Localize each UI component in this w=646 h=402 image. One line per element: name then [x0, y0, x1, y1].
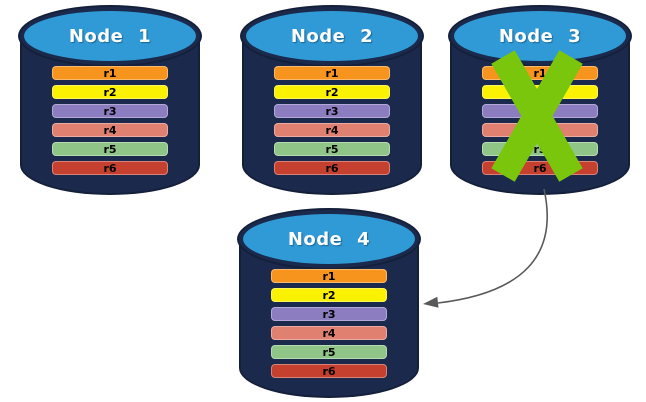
row-r1: r1	[52, 66, 168, 80]
row-label: r1	[322, 269, 336, 283]
row-label: r2	[325, 85, 339, 99]
row-r2: r2	[271, 288, 387, 302]
replica-rows: r1 r2 r3 r4 r5 r6	[274, 66, 390, 180]
node-3: Node 3 r1 r2 r3 r4 r5 r6	[450, 7, 630, 195]
replica-rows: r1 r2 r3 r4 r5 r6	[271, 269, 387, 383]
row-r4: r4	[271, 326, 387, 340]
row-r5: r5	[52, 142, 168, 156]
row-label: r4	[103, 123, 117, 137]
cylinder-top: Node 1	[20, 7, 200, 65]
row-label: r1	[533, 66, 547, 80]
row-label: r2	[103, 85, 117, 99]
node-1: Node 1 r1 r2 r3 r4 r5 r6	[20, 7, 200, 195]
row-r3: r3	[274, 104, 390, 118]
node-title: Node 3	[498, 25, 582, 47]
row-label: r6	[325, 161, 339, 175]
row-r2: r2	[274, 85, 390, 99]
row-label: r6	[103, 161, 117, 175]
row-label: r5	[103, 142, 117, 156]
row-label: r1	[103, 66, 117, 80]
row-r3: r3	[271, 307, 387, 321]
row-r3: r3	[52, 104, 168, 118]
node-title: Node 4	[287, 228, 371, 250]
row-label: r4	[325, 123, 339, 137]
replica-rows: r1 r2 r3 r4 r5 r6	[52, 66, 168, 180]
row-r6: r6	[52, 161, 168, 175]
cylinder-top: Node 4	[239, 210, 419, 268]
node-4: Node 4 r1 r2 r3 r4 r5 r6	[239, 210, 419, 398]
cylinder-top: Node 2	[242, 7, 422, 65]
row-label: r4	[322, 326, 336, 340]
row-r5: r5	[274, 142, 390, 156]
row-label: r3	[325, 104, 339, 118]
row-r6: r6	[274, 161, 390, 175]
row-r5: r5	[271, 345, 387, 359]
row-label: r2	[322, 288, 336, 302]
row-label: r3	[322, 307, 336, 321]
node-2: Node 2 r1 r2 r3 r4 r5 r6	[242, 7, 422, 195]
arrow-curve	[437, 188, 548, 304]
row-r4: r4	[52, 123, 168, 137]
row-label: r5	[325, 142, 339, 156]
failure-x-icon	[491, 50, 583, 182]
row-r6: r6	[271, 364, 387, 378]
row-label: r5	[533, 142, 547, 156]
node-title: Node 2	[290, 25, 374, 47]
row-r2: r2	[52, 85, 168, 99]
row-r1: r1	[274, 66, 390, 80]
row-label: r6	[533, 161, 547, 175]
row-label: r5	[322, 345, 336, 359]
cylinder-top: Node 3	[450, 7, 630, 65]
row-label: r1	[325, 66, 339, 80]
arrowhead-icon	[423, 296, 439, 308]
row-label: r3	[103, 104, 117, 118]
node-title: Node 1	[68, 25, 152, 47]
row-r4: r4	[274, 123, 390, 137]
row-r1: r1	[271, 269, 387, 283]
row-label: r6	[322, 364, 336, 378]
